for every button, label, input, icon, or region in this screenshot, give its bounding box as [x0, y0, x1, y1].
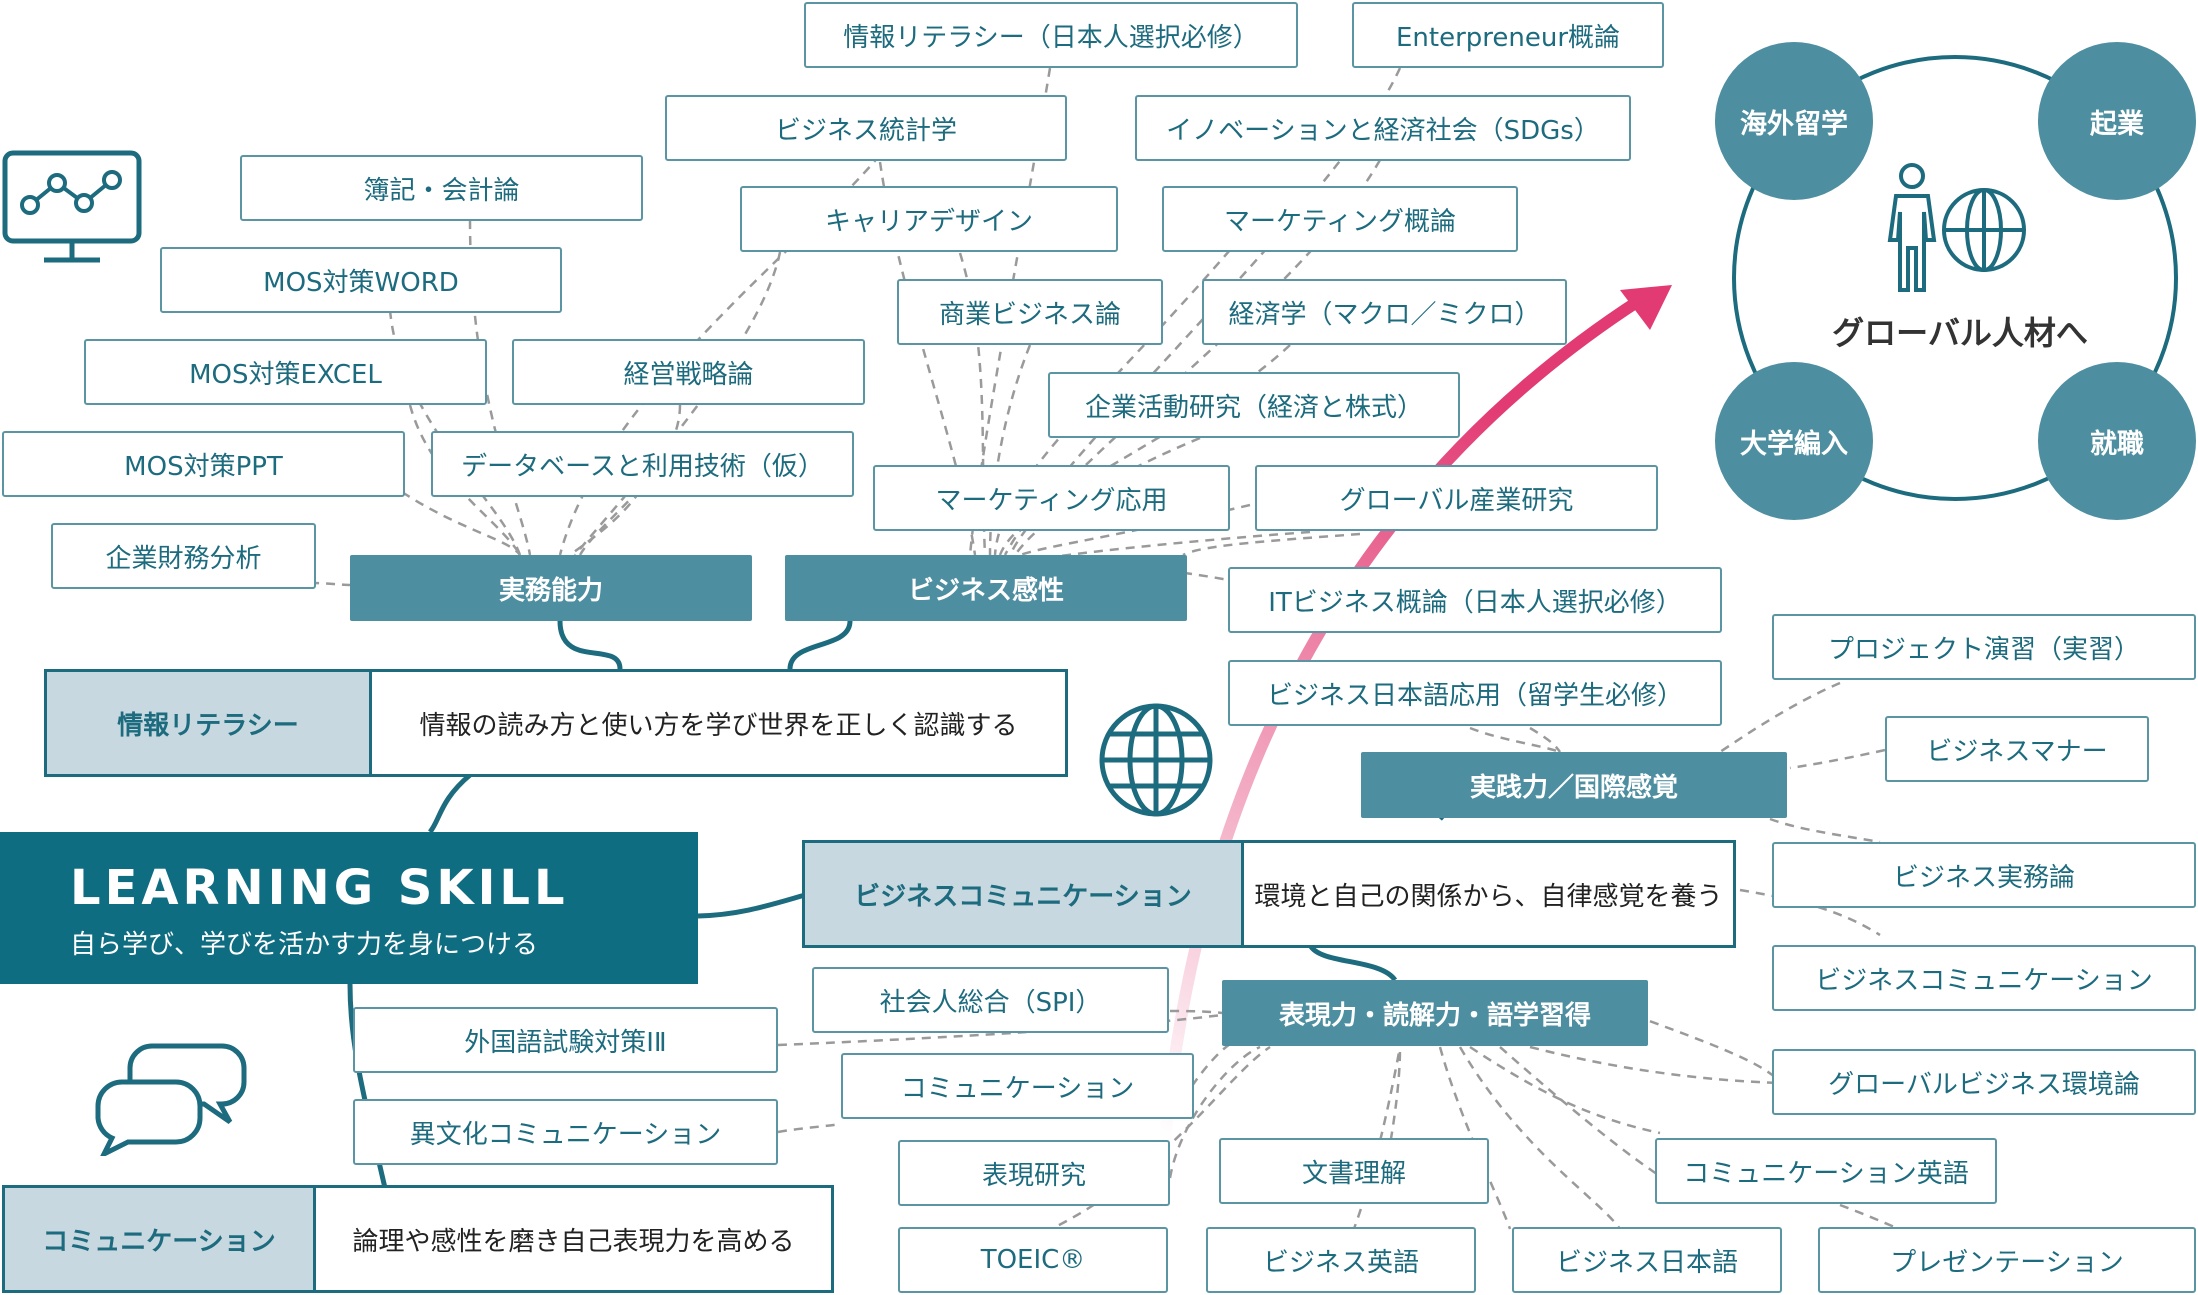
goal-ring — [1732, 55, 2178, 501]
course-node: 商業ビジネス論 — [897, 279, 1163, 345]
course-node: 外国語試験対策ⅠⅡ — [353, 1007, 778, 1073]
course-node: 情報リテラシー（日本人選択必修） — [804, 2, 1298, 68]
course-node: ビジネスマナー — [1885, 716, 2149, 782]
course-node: ビジネス日本語応用（留学生必修） — [1228, 660, 1722, 726]
category-description: 論理や感性を磨き自己表現力を高める — [352, 1226, 795, 1257]
course-node: 表現研究 — [898, 1140, 1170, 1206]
main-subtitle: 自ら学び、学びを活かす力を身につける — [70, 930, 539, 960]
person-globe-icon — [1887, 163, 2026, 292]
course-node: グローバルビジネス環境論 — [1772, 1049, 2196, 1115]
course-node: MOS対策WORD — [160, 247, 562, 313]
course-node: プレゼンテーション — [1818, 1227, 2196, 1293]
course-node: データベースと利用技術（仮） — [431, 431, 854, 497]
goal-label: グローバル人材へ — [1832, 314, 2088, 352]
goal-startup: 起業 — [2038, 42, 2196, 200]
hub-expression-language: 表現力・読解力・語学習得 — [1222, 980, 1648, 1046]
course-node: ビジネス英語 — [1206, 1227, 1476, 1293]
main-title-box: LEARNING SKILL 自ら学び、学びを活かす力を身につける — [0, 832, 698, 984]
course-node: ビジネス日本語 — [1512, 1227, 1782, 1293]
course-node: 経営戦略論 — [512, 339, 865, 405]
course-node: MOS対策PPT — [2, 431, 405, 497]
hub-practical-skills: 実務能力 — [350, 555, 752, 621]
category-label: コミュニケーション — [5, 1188, 316, 1290]
category-communication: コミュニケーション 論理や感性を磨き自己表現力を高める — [2, 1185, 834, 1293]
course-node: ビジネス統計学 — [665, 95, 1067, 161]
course-node: ビジネスコミュニケーション — [1772, 945, 2196, 1011]
course-node: イノベーションと経済社会（SDGs） — [1135, 95, 1631, 161]
course-node: コミュニケーション英語 — [1655, 1138, 1997, 1204]
course-node: TOEIC® — [898, 1227, 1168, 1293]
monitor-chart-icon — [2, 150, 142, 263]
course-node: 文書理解 — [1219, 1138, 1489, 1204]
course-node: 簿記・会計論 — [240, 155, 643, 221]
hub-practice-international: 実践力／国際感覚 — [1361, 752, 1787, 818]
globe-icon — [1099, 703, 1213, 817]
category-info-literacy: 情報リテラシー 情報の読み方と使い方を学び世界を正しく認識する — [44, 669, 1068, 777]
course-node: プロジェクト演習（実習） — [1772, 614, 2196, 680]
course-node: キャリアデザイン — [740, 186, 1118, 252]
category-business-communication: ビジネスコミュニケーション 環境と自己の関係から、自律感覚を養う — [802, 840, 1736, 948]
course-node: グローバル産業研究 — [1255, 465, 1658, 531]
growth-arrow-head — [1620, 285, 1672, 330]
main-title: LEARNING SKILL — [70, 860, 569, 916]
course-node: Enterpreneur概論 — [1352, 2, 1664, 68]
course-node: ITビジネス概論（日本人選択必修） — [1228, 567, 1722, 633]
goal-university-transfer: 大学編入 — [1715, 362, 1873, 520]
course-node: 異文化コミュニケーション — [353, 1099, 778, 1165]
category-description: 情報の読み方と使い方を学び世界を正しく認識する — [419, 710, 1018, 741]
chat-bubbles-icon — [95, 1043, 247, 1156]
category-label: ビジネスコミュニケーション — [805, 843, 1244, 945]
course-node: マーケティング概論 — [1162, 186, 1518, 252]
course-node: 企業活動研究（経済と株式） — [1048, 372, 1460, 438]
goal-study-abroad: 海外留学 — [1715, 42, 1873, 200]
category-label: 情報リテラシー — [47, 672, 372, 774]
hub-business-sense: ビジネス感性 — [785, 555, 1187, 621]
course-node: MOS対策EXCEL — [84, 339, 487, 405]
category-description: 環境と自己の関係から、自律感覚を養う — [1254, 881, 1723, 912]
course-node: マーケティング応用 — [873, 465, 1230, 531]
course-node: コミュニケーション — [841, 1053, 1194, 1119]
goal-employment: 就職 — [2038, 362, 2196, 520]
course-node: 経済学（マクロ／ミクロ） — [1202, 279, 1567, 345]
course-node: 社会人総合（SPI） — [812, 967, 1169, 1033]
course-node: 企業財務分析 — [51, 523, 316, 589]
course-node: ビジネス実務論 — [1772, 842, 2196, 908]
